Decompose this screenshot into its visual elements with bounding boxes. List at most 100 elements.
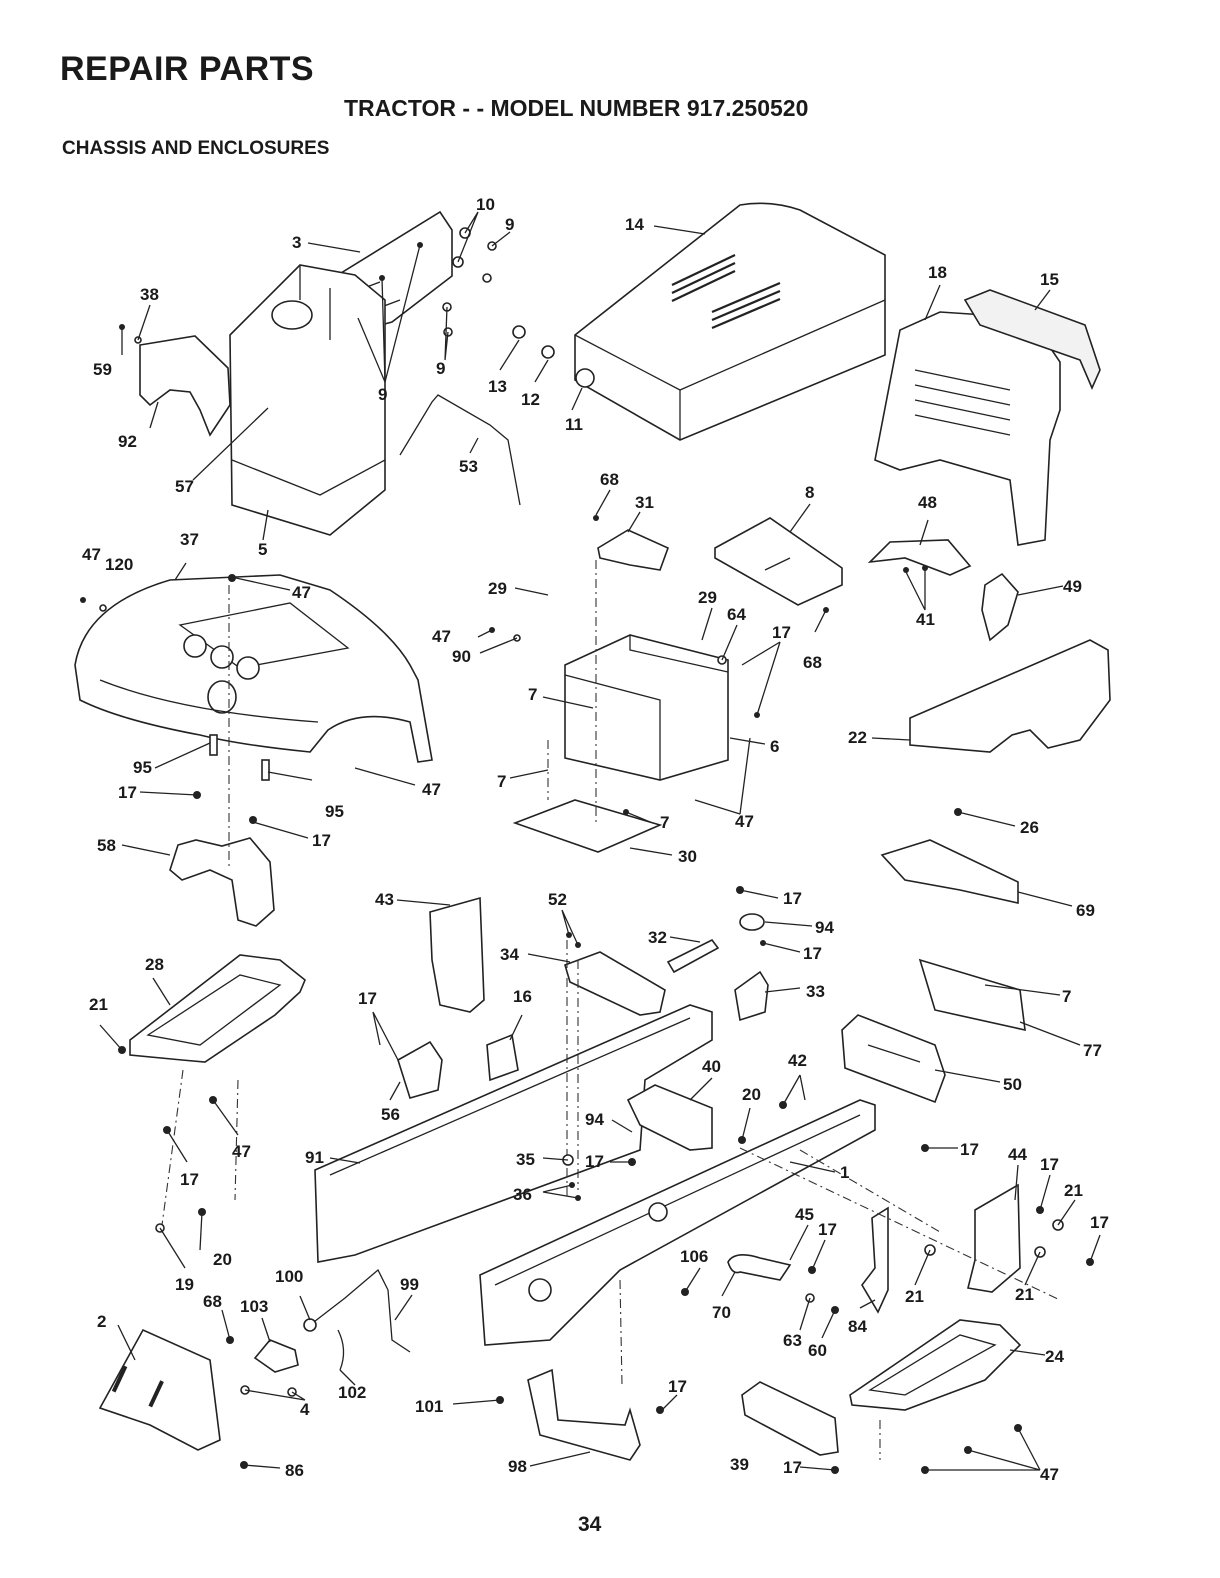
callout-70: 70 xyxy=(712,1303,731,1322)
part-22-side-panel xyxy=(909,639,1111,753)
console-steering-opening xyxy=(271,300,313,330)
callout-57: 57 xyxy=(175,477,194,496)
part-16-shield xyxy=(486,1033,519,1082)
callout-7: 7 xyxy=(528,685,537,704)
callout-106: 106 xyxy=(680,1247,708,1266)
part-34-bracket xyxy=(564,951,666,1016)
callout-101: 101 xyxy=(415,1397,443,1416)
part-98-bracket xyxy=(527,1368,641,1461)
part-69-plate xyxy=(880,839,1019,904)
callout-17: 17 xyxy=(585,1152,604,1171)
part-49-bracket xyxy=(981,572,1019,642)
callout-103: 103 xyxy=(240,1297,268,1316)
callout-60: 60 xyxy=(808,1341,827,1360)
callout-30: 30 xyxy=(678,847,697,866)
callout-9: 9 xyxy=(436,359,445,378)
callout-29: 29 xyxy=(488,579,507,598)
callout-9: 9 xyxy=(505,215,514,234)
part-24-footrest xyxy=(849,1319,1022,1411)
callout-32: 32 xyxy=(648,928,667,947)
callout-92: 92 xyxy=(118,432,137,451)
callout-leader-lines xyxy=(99,211,1101,1471)
part-5-console xyxy=(229,264,386,536)
callout-47: 47 xyxy=(292,583,311,602)
callout-90: 90 xyxy=(452,647,471,666)
callout-53: 53 xyxy=(459,457,478,476)
part-48-bracket xyxy=(867,539,972,576)
callout-69: 69 xyxy=(1076,901,1095,920)
callout-68: 68 xyxy=(803,653,822,672)
callout-17: 17 xyxy=(783,1458,802,1477)
callout-63: 63 xyxy=(783,1331,802,1350)
callout-39: 39 xyxy=(730,1455,749,1474)
callout-17: 17 xyxy=(772,623,791,642)
callout-58: 58 xyxy=(97,836,116,855)
callout-47: 47 xyxy=(82,545,101,564)
callout-38: 38 xyxy=(140,285,159,304)
part-43-bracket xyxy=(429,896,485,1013)
part-39-bracket xyxy=(741,1381,839,1456)
callout-35: 35 xyxy=(516,1150,535,1169)
part-drawings xyxy=(74,202,1111,1461)
callout-42: 42 xyxy=(788,1051,807,1070)
part-70-hitch xyxy=(727,1254,792,1281)
callout-47: 47 xyxy=(432,627,451,646)
callout-7: 7 xyxy=(497,772,506,791)
callout-50: 50 xyxy=(1003,1075,1022,1094)
callout-47: 47 xyxy=(232,1142,251,1161)
callout-numbers: 10 9 3 14 18 15 38 59 9 9 13 12 11 92 53… xyxy=(82,195,1109,1484)
callout-10: 10 xyxy=(476,195,495,214)
part-92-bracket xyxy=(139,335,231,437)
callout-17: 17 xyxy=(1040,1155,1059,1174)
part-18-grille-housing xyxy=(874,311,1061,546)
callout-9: 9 xyxy=(378,385,387,404)
callout-34: 34 xyxy=(500,945,519,964)
callout-91: 91 xyxy=(305,1148,324,1167)
section-heading: CHASSIS AND ENCLOSURES xyxy=(62,138,330,159)
callout-47: 47 xyxy=(422,780,441,799)
callout-43: 43 xyxy=(375,890,394,909)
callout-2: 2 xyxy=(97,1312,106,1331)
callout-17: 17 xyxy=(1090,1213,1109,1232)
part-28-footrest xyxy=(129,954,306,1063)
callout-6: 6 xyxy=(770,737,779,756)
callout-26: 26 xyxy=(1020,818,1039,837)
callout-49: 49 xyxy=(1063,577,1082,596)
model-subtitle: TRACTOR - - MODEL NUMBER 917.250520 xyxy=(344,95,809,121)
part-32-strap xyxy=(666,938,720,974)
fender-fuel-cap-opening xyxy=(207,680,237,714)
callout-22: 22 xyxy=(848,728,867,747)
callout-20: 20 xyxy=(213,1250,232,1269)
page-number: 34 xyxy=(578,1513,602,1536)
callout-98: 98 xyxy=(508,1457,527,1476)
callout-17: 17 xyxy=(358,989,377,1008)
callout-14: 14 xyxy=(625,215,644,234)
callout-12: 12 xyxy=(521,390,540,409)
callout-44: 44 xyxy=(1008,1145,1027,1164)
part-30-plate xyxy=(512,799,663,853)
callout-21: 21 xyxy=(905,1287,924,1306)
callout-77: 77 xyxy=(1083,1041,1102,1060)
callout-21: 21 xyxy=(89,995,108,1014)
callout-28: 28 xyxy=(145,955,164,974)
part-33-bracket xyxy=(734,970,769,1022)
callout-17: 17 xyxy=(312,831,331,850)
part-40-bracket xyxy=(626,1084,713,1151)
part-50-front-bracket xyxy=(841,1014,946,1104)
callout-99: 99 xyxy=(400,1275,419,1294)
part-77-plate xyxy=(918,958,1026,1032)
callout-18: 18 xyxy=(928,263,947,282)
callout-4: 4 xyxy=(300,1400,310,1419)
callout-68: 68 xyxy=(600,470,619,489)
callout-3: 3 xyxy=(292,233,301,252)
callout-59: 59 xyxy=(93,360,112,379)
part-99-rod xyxy=(309,1268,411,1353)
part-15-grille-insert xyxy=(963,289,1101,390)
callout-17: 17 xyxy=(803,944,822,963)
callout-29: 29 xyxy=(698,588,717,607)
part-53-wire xyxy=(399,394,521,506)
callout-56: 56 xyxy=(381,1105,400,1124)
callout-16: 16 xyxy=(513,987,532,1006)
callout-17: 17 xyxy=(180,1170,199,1189)
